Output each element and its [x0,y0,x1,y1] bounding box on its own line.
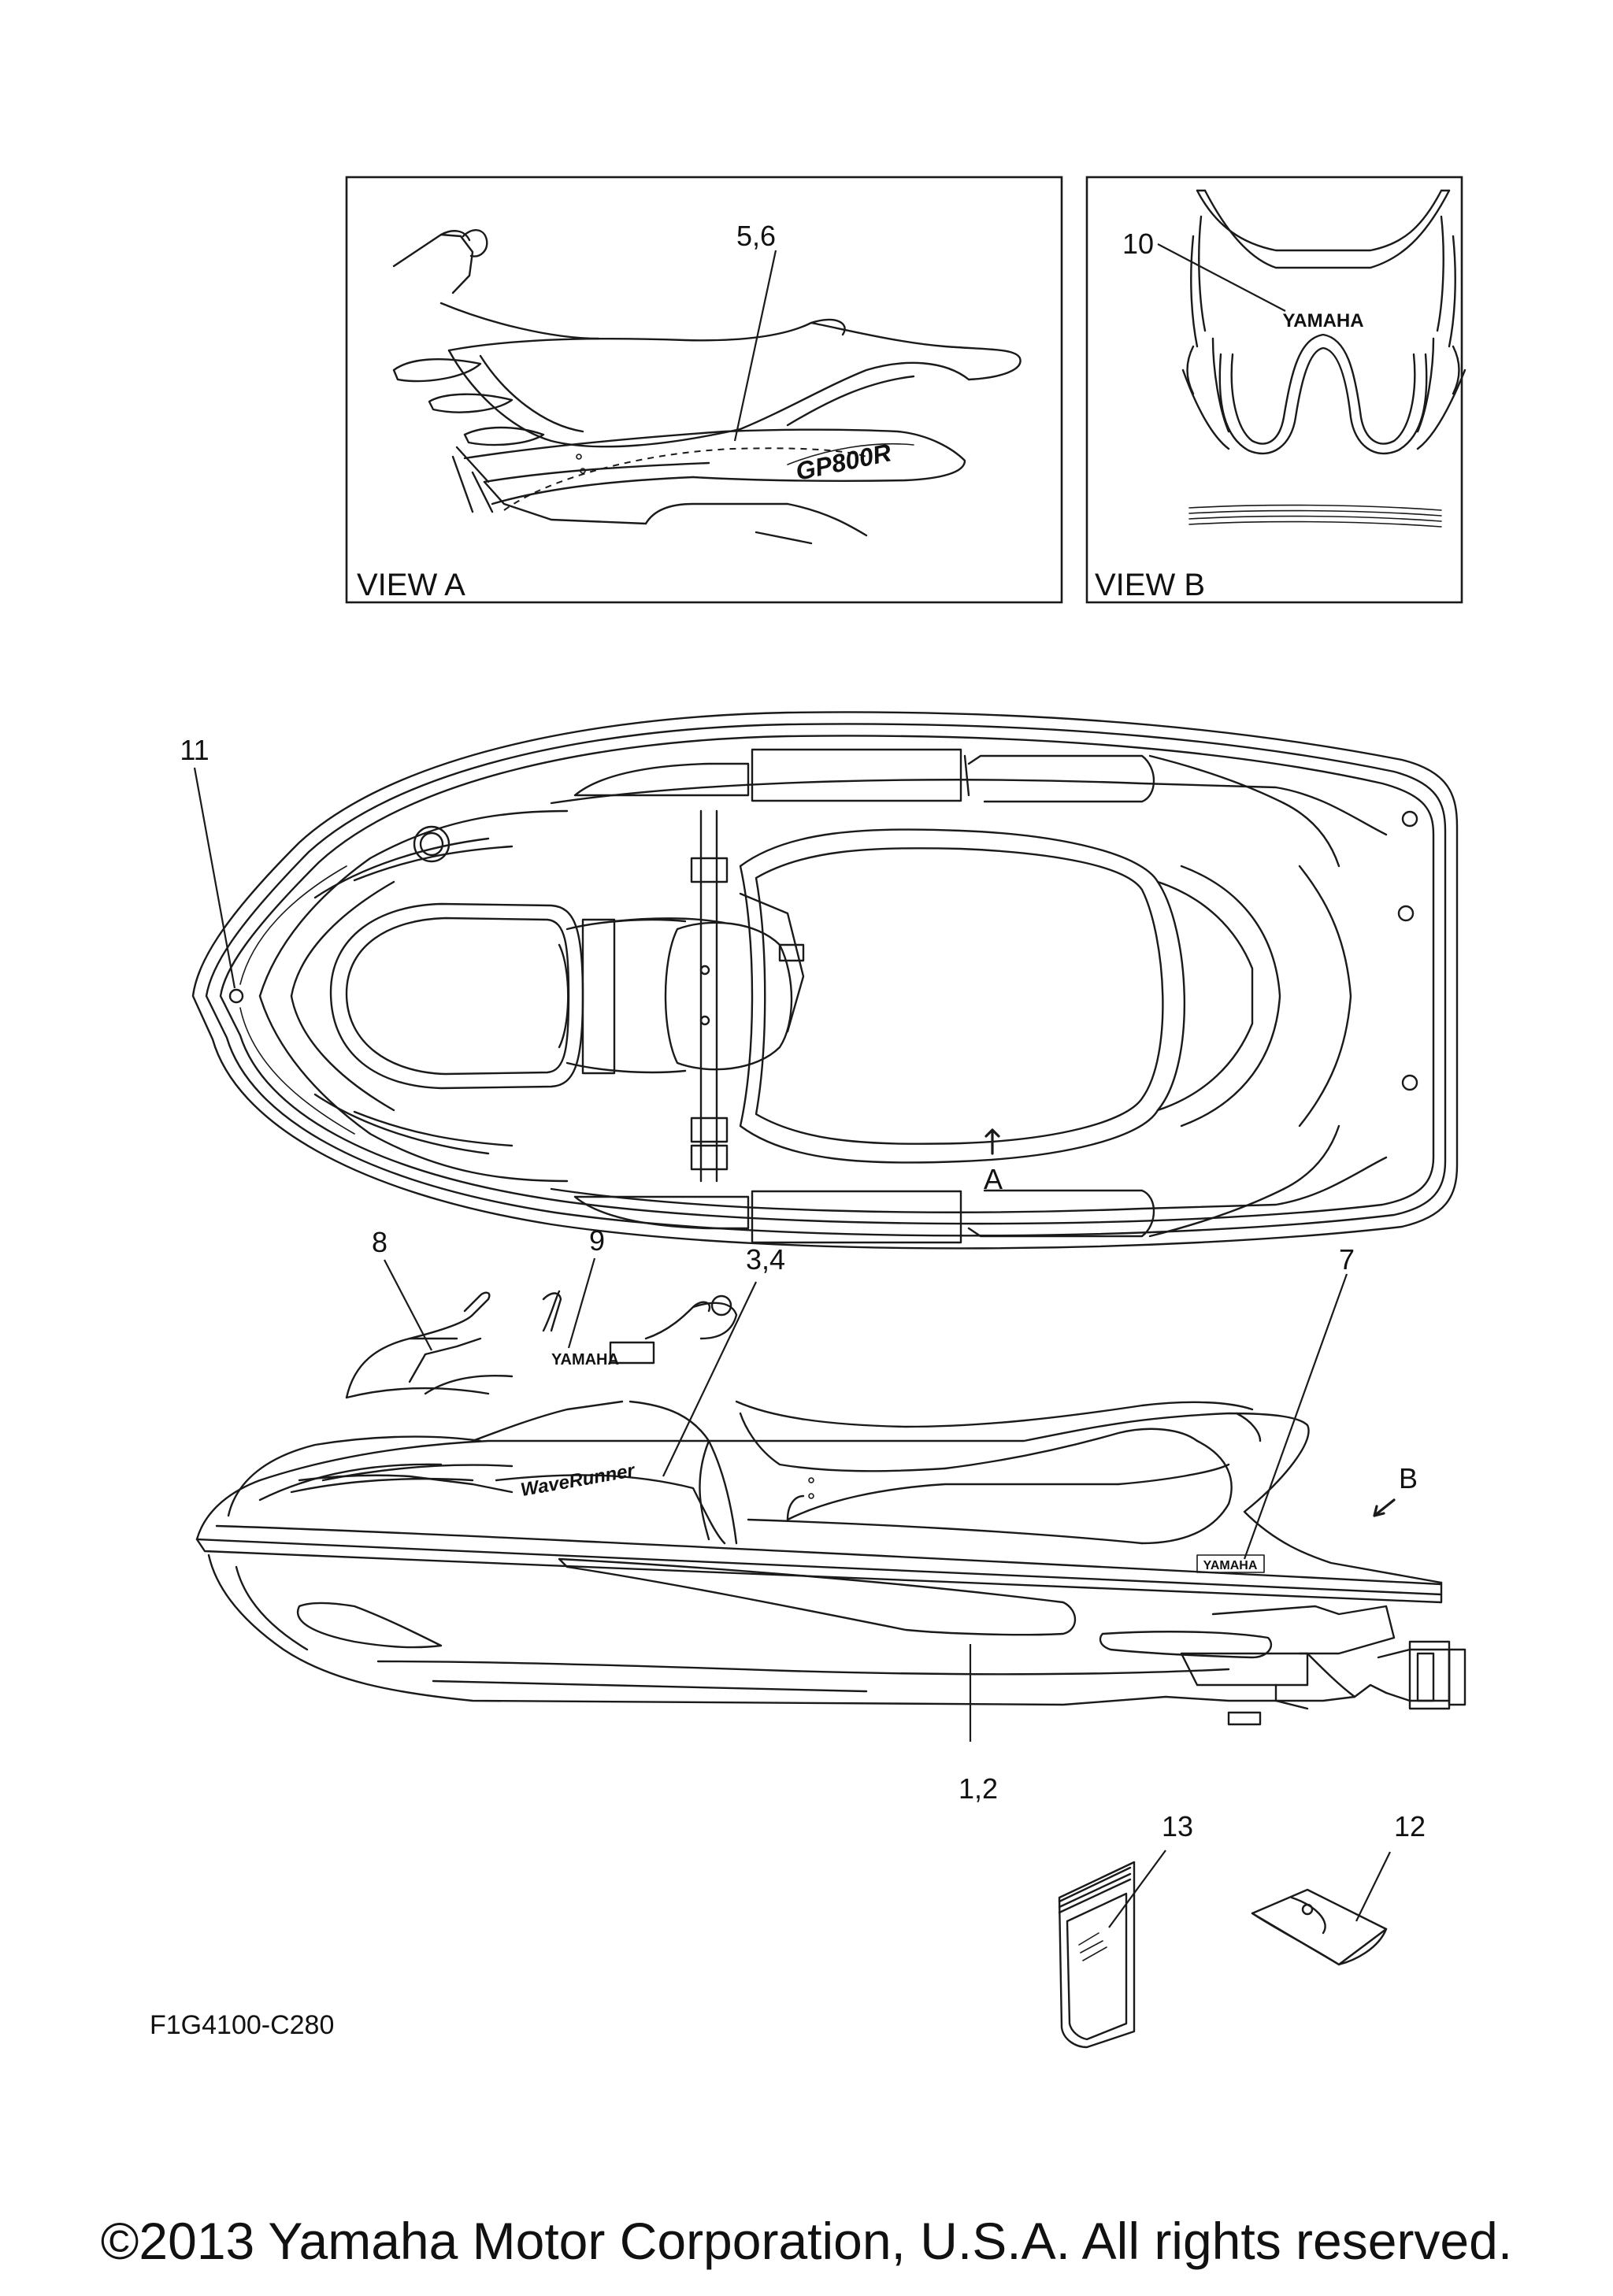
arrow-a-label: A [984,1163,1003,1195]
copyright-notice: ©2013 Yamaha Motor Corporation, U.S.A. A… [100,2212,1513,2270]
callout-11: 11 [180,734,209,766]
view-a-panel: GP800R 5,6 VIEW A [345,176,1063,604]
item-12-bag: 12 [1251,1810,1426,1966]
side-brand-decal: YAMAHA [551,1351,619,1368]
view-a-label: VIEW A [357,568,465,602]
callout-5-6: 5,6 [736,220,776,252]
callout-7: 7 [1339,1243,1355,1276]
view-b-brand-decal: YAMAHA [1282,310,1363,331]
callout-13: 13 [1162,1810,1193,1842]
arrow-b-label: B [1399,1462,1418,1494]
view-a-frame [345,176,1063,604]
item-13-pouch: 13 [1058,1810,1193,2049]
seat-model-decal: GP800R [793,438,894,486]
drawing-code: F1G4100-C280 [150,2010,334,2040]
side-model-decal: WaveRunner [519,1460,637,1501]
callout-1-2: 1,2 [959,1772,998,1805]
side-view-watercraft: WaveRunner YAMAHA YAMAHA B 8 9 3,4 7 1,2 [195,1224,1467,1805]
callout-9: 9 [589,1224,605,1257]
callout-12: 12 [1394,1810,1426,1842]
view-b-panel: YAMAHA 10 VIEW B [1085,176,1467,604]
callout-10: 10 [1122,228,1154,260]
callout-8: 8 [372,1226,387,1258]
view-b-label: VIEW B [1095,568,1205,602]
rear-brand-decal: YAMAHA [1203,1559,1258,1572]
top-view-watercraft: A 11 [180,711,1459,1250]
callout-3-4: 3,4 [746,1243,785,1276]
view-b-frame [1085,176,1463,604]
decal-outline-dashed [503,447,867,511]
